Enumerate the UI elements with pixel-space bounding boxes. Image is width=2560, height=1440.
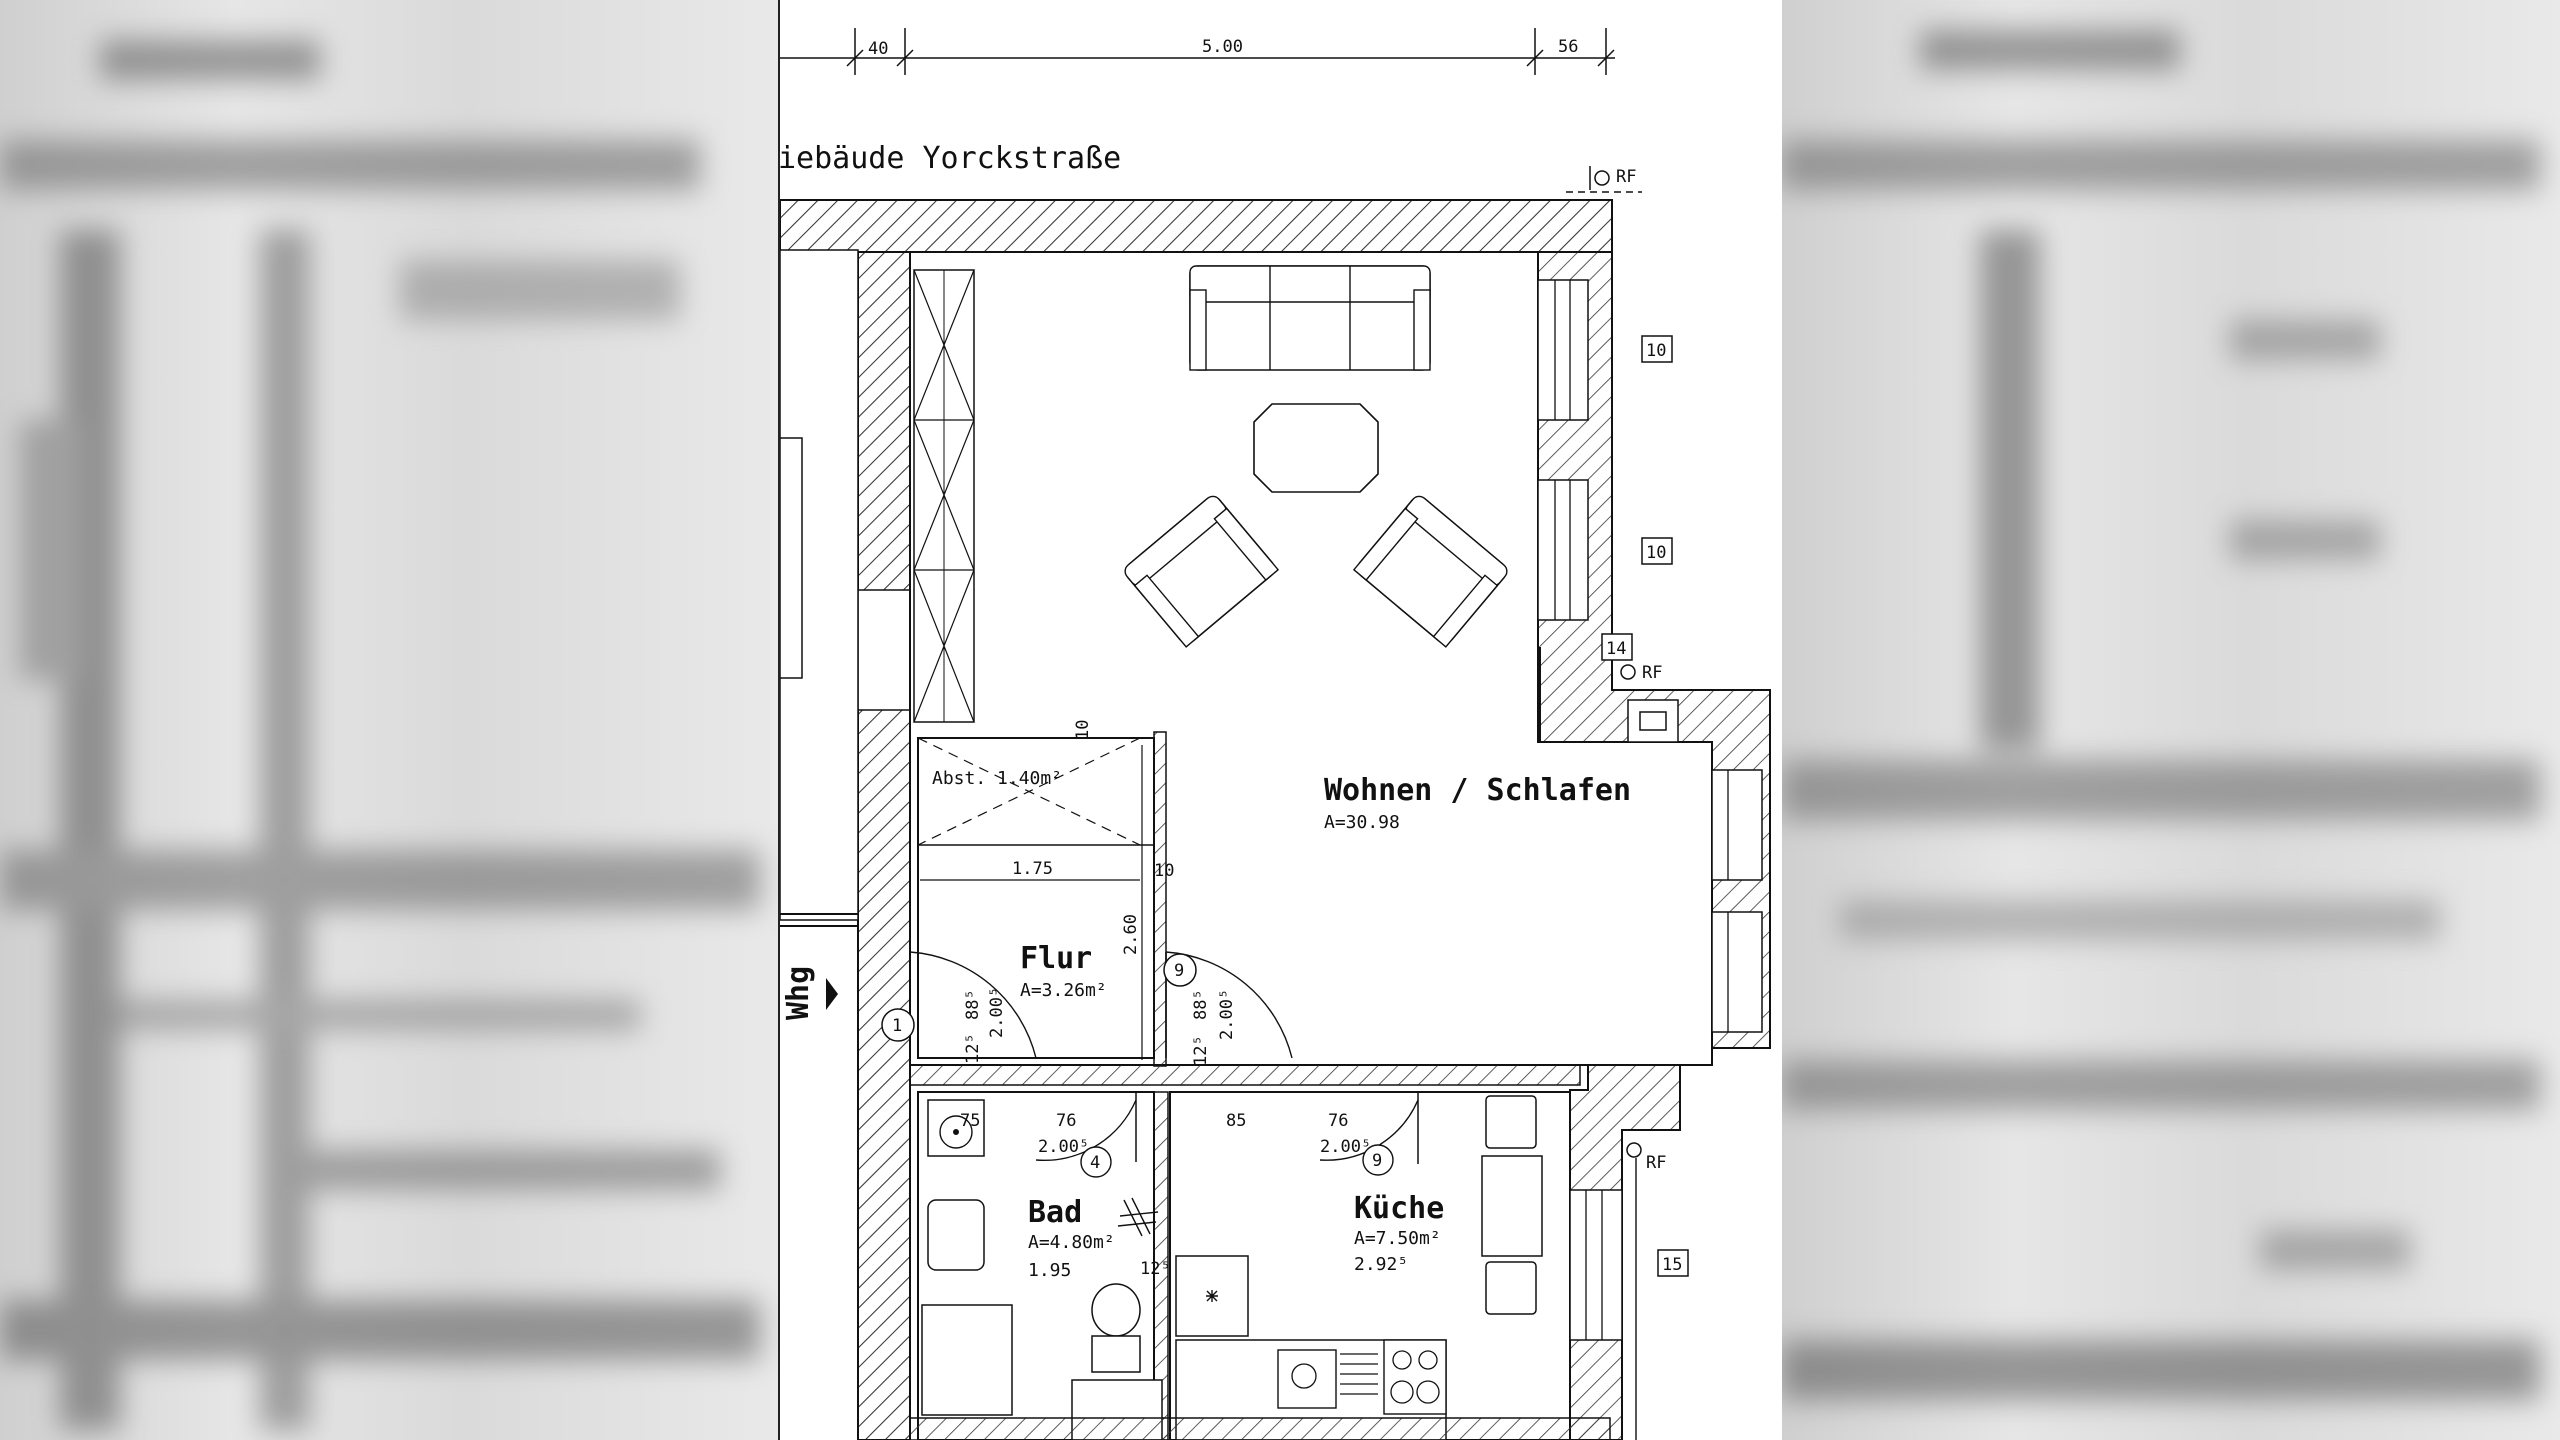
kueche-left-dim: 85 xyxy=(1226,1111,1246,1131)
bad-basin-dim: 75 xyxy=(960,1111,980,1131)
wohnen-area: A=30.98 xyxy=(1324,812,1400,833)
window-living-2 xyxy=(1537,479,1589,621)
top-dim-500: 5.00 xyxy=(1202,37,1243,57)
armchair-left xyxy=(1124,495,1280,648)
window-tag-10b: 10 xyxy=(1646,543,1666,563)
abst-label: Abst. 1.40m² xyxy=(932,768,1062,789)
rf-label-bottom: RF xyxy=(1646,1153,1666,1173)
wohnen-name: Wohnen / Schlafen xyxy=(1324,773,1631,808)
bad-side-dim: 12⁵ xyxy=(1140,1259,1171,1279)
entrance-door-swing xyxy=(909,951,1037,1059)
neighbor-sofa xyxy=(780,437,803,679)
abst-height-dim: 2.60 xyxy=(1121,914,1141,955)
top-dim-56: 56 xyxy=(1558,37,1578,57)
kueche-door-width: 76 xyxy=(1328,1111,1348,1131)
flur-area: A=3.26m² xyxy=(1020,980,1107,1001)
left-wall xyxy=(857,251,911,1440)
window-tag-14: 14 xyxy=(1606,639,1626,659)
sofa xyxy=(1189,265,1431,371)
window-living-3 xyxy=(1711,769,1763,1033)
storage-room xyxy=(917,731,1167,1067)
bad-door-height: 2.00⁵ xyxy=(1038,1137,1089,1157)
door-number-9a: 9 xyxy=(1174,961,1184,981)
kueche-area: A=7.50m² xyxy=(1354,1228,1441,1249)
coffee-table xyxy=(1253,403,1379,493)
floor-plan-drawing: 40 5.00 56 iebäude Yorckstraße RF xyxy=(780,28,1771,1440)
flur-door-width: 88⁵ xyxy=(963,989,983,1020)
entrance-label: Whg xyxy=(781,966,816,1020)
bad-dim: 1.95 xyxy=(1028,1260,1071,1281)
abst-width-dim: 1.75 xyxy=(1012,859,1053,879)
lower-partition-wall xyxy=(909,1064,1581,1086)
blurred-background-right xyxy=(1780,0,2560,1440)
wall-dim-10a: 10 xyxy=(1073,720,1093,740)
top-dim-40: 40 xyxy=(868,39,888,59)
bad-name: Bad xyxy=(1028,1195,1082,1230)
door-number-9b: 9 xyxy=(1372,1151,1382,1171)
rf-label-top: RF xyxy=(1616,167,1636,187)
rf-label-mid: RF xyxy=(1642,663,1662,683)
kueche-name: Küche xyxy=(1354,1191,1444,1226)
flur-door-sill: 12⁵ xyxy=(963,1033,983,1064)
door-number-1: 1 xyxy=(892,1016,902,1036)
window-tag-10a: 10 xyxy=(1646,341,1666,361)
window-living-1 xyxy=(1537,279,1589,421)
armchair-right xyxy=(1352,495,1508,648)
mid-door-sill: 12⁵ xyxy=(1191,1035,1211,1066)
door-number-4: 4 xyxy=(1090,1153,1100,1173)
floor-plan-sheet: 40 5.00 56 iebäude Yorckstraße RF xyxy=(778,0,1782,1440)
wall-dim-10b: 10 xyxy=(1154,861,1174,881)
window-kitchen xyxy=(1569,1189,1623,1341)
bad-area: A=4.80m² xyxy=(1028,1232,1115,1253)
flur-door-height: 2.00⁵ xyxy=(987,987,1007,1038)
mid-door-width: 88⁵ xyxy=(1191,989,1211,1020)
flur-name: Flur xyxy=(1020,941,1092,976)
mid-door-height: 2.00⁵ xyxy=(1217,989,1237,1040)
top-dimension-line xyxy=(780,28,1615,75)
building-title: iebäude Yorckstraße xyxy=(780,141,1121,176)
kueche-door-height: 2.00⁵ xyxy=(1320,1137,1371,1157)
rf-marker-top xyxy=(1594,170,1610,186)
kueche-dim: 2.92⁵ xyxy=(1354,1254,1408,1275)
wardrobe xyxy=(913,269,975,723)
window-tag-15: 15 xyxy=(1662,1255,1682,1275)
bad-door-width: 76 xyxy=(1056,1111,1076,1131)
blurred-background-left xyxy=(0,0,778,1440)
